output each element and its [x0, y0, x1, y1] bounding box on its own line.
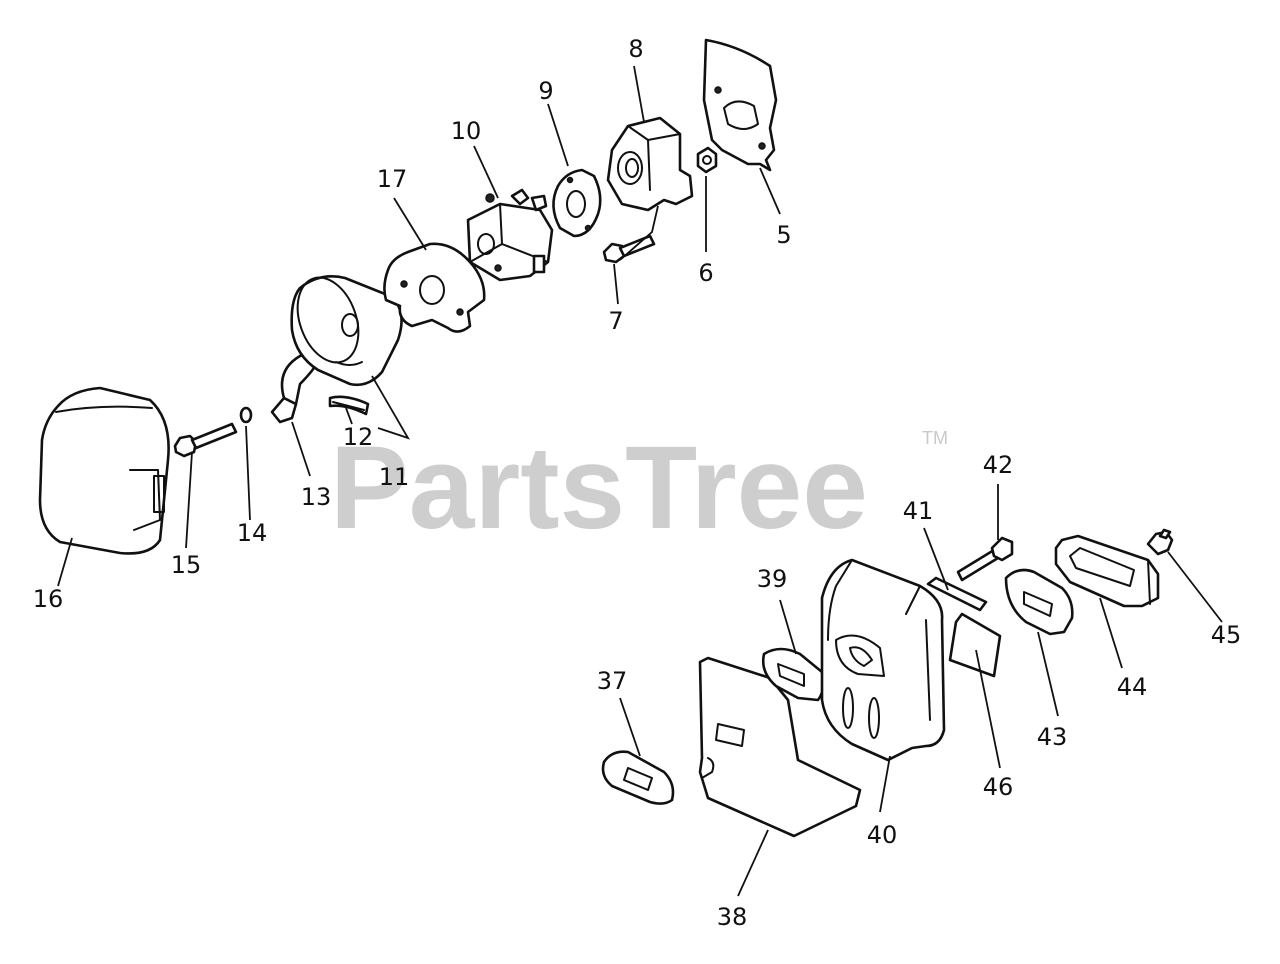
- part-bolt-15: [173, 422, 238, 458]
- part-bolt-7: [602, 234, 656, 264]
- callout-16: 16: [33, 585, 64, 613]
- part-gasket-9: [552, 168, 602, 238]
- callout-14: 14: [237, 519, 268, 547]
- callout-38: 38: [717, 903, 748, 931]
- callout-41: 41: [903, 497, 934, 525]
- callout-39: 39: [757, 565, 788, 593]
- partstree-watermark: PartsTree: [330, 422, 868, 554]
- callout-8: 8: [628, 35, 643, 63]
- part-gasket-plate-5: [702, 38, 778, 172]
- callout-5: 5: [776, 221, 791, 249]
- part-element-case-11: [290, 275, 403, 387]
- part-gasket-37: [601, 750, 675, 805]
- part-muffler-40: [820, 558, 946, 762]
- part-gasket-43: [1004, 568, 1074, 636]
- callout-10: 10: [451, 117, 482, 145]
- part-carburetor-10: [466, 188, 554, 282]
- leader-lines: [57, 65, 1223, 897]
- trademark-mark: TM: [922, 428, 948, 448]
- part-insulator-8: [606, 116, 694, 212]
- callout-6: 6: [698, 259, 713, 287]
- callout-13: 13: [301, 483, 332, 511]
- part-nut-6: [696, 146, 718, 174]
- part-spark-screen-46: [948, 612, 1002, 678]
- part-bolt-42: [956, 536, 1014, 582]
- part-element-12: [328, 395, 370, 416]
- part-exhaust-cover-44: [1054, 534, 1160, 608]
- part-washer-14: [239, 406, 253, 424]
- callout-43: 43: [1037, 723, 1068, 751]
- callout-37: 37: [597, 667, 628, 695]
- callout-7: 7: [608, 307, 623, 335]
- part-gasket-plate-17: [383, 242, 486, 333]
- callout-45: 45: [1211, 621, 1242, 649]
- callout-numbers: 8 9 10 17 5 6 7 12 11 13 14 15 16 37 38 …: [33, 35, 1242, 931]
- callout-46: 46: [983, 773, 1014, 801]
- part-muffler-bracket-38: [698, 656, 862, 838]
- callout-15: 15: [171, 551, 202, 579]
- callout-40: 40: [867, 821, 898, 849]
- callout-11: 11: [379, 463, 410, 491]
- callout-17: 17: [377, 165, 408, 193]
- callout-9: 9: [538, 77, 553, 105]
- callout-44: 44: [1117, 673, 1148, 701]
- callout-12: 12: [343, 423, 374, 451]
- callout-42: 42: [983, 451, 1014, 479]
- part-gasket-41: [926, 576, 988, 612]
- part-air-cleaner-cover: [38, 386, 170, 555]
- part-bolt-45: [1146, 528, 1174, 556]
